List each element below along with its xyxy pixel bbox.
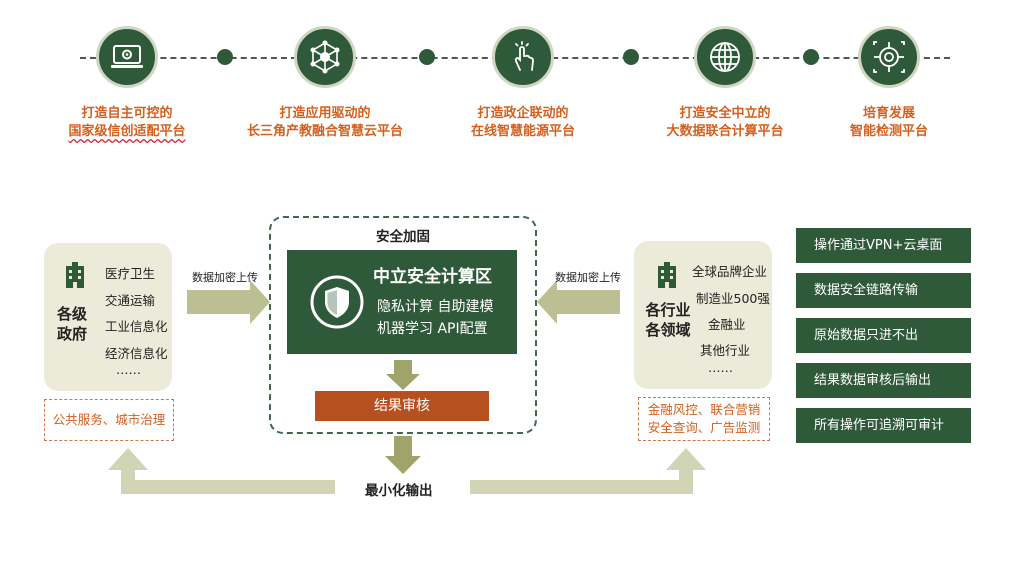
down-arrow-result xyxy=(386,360,420,390)
building-icon xyxy=(658,262,676,288)
left-arrow-label: 数据加密上传 xyxy=(192,271,258,284)
compute-zone-line2: 机器学习 API配置 xyxy=(377,321,488,337)
compute-zone-line1: 隐私计算 自助建模 xyxy=(377,299,494,315)
security-feature-item: 操作通过VPN+云桌面 xyxy=(796,228,971,263)
timeline-dot xyxy=(217,49,233,65)
compute-zone-title: 中立安全计算区 xyxy=(373,267,492,287)
security-feature-item: 原始数据只进不出 xyxy=(796,318,971,353)
security-hardening-title: 安全加固 xyxy=(376,229,430,245)
timeline-label-2: 打造应用驱动的长三角产教融合智慧云平台 xyxy=(246,106,403,139)
list-item: 全球品牌企业 xyxy=(692,264,768,279)
list-item: 金融业 xyxy=(708,317,746,332)
timeline-label-3: 打造政企联动的在线智慧能源平台 xyxy=(470,106,575,139)
right-input-arrow xyxy=(537,280,620,324)
list-item: …… xyxy=(116,362,141,377)
security-feature-item: 所有操作可追溯可审计 xyxy=(796,408,971,443)
list-item: 交通运输 xyxy=(105,293,156,308)
computer-gear-icon xyxy=(96,26,158,88)
security-feature-item: 结果数据审核后输出 xyxy=(796,363,971,398)
timeline-dot xyxy=(803,49,819,65)
network-hub-icon xyxy=(294,26,356,88)
timeline-label-5: 培育发展智能检测平台 xyxy=(849,106,928,139)
hand-touch-icon xyxy=(492,26,554,88)
left-input-arrow xyxy=(187,280,270,324)
left-return-arrow xyxy=(108,448,335,494)
timeline-dot xyxy=(419,49,435,65)
shield-icon xyxy=(310,275,364,329)
right-arrow-label: 数据加密上传 xyxy=(555,271,621,284)
industry-title: 各行业各领域 xyxy=(645,301,691,339)
right-return-arrow xyxy=(470,448,706,494)
neutral-compute-zone: 中立安全计算区 隐私计算 自助建模 机器学习 API配置 xyxy=(287,250,517,354)
government-panel xyxy=(44,243,172,391)
list-item: 工业信息化 xyxy=(105,319,168,334)
government-title: 各级政府 xyxy=(56,305,87,343)
security-hardening-frame xyxy=(269,216,537,434)
public-service-box: 公共服务、城市治理 xyxy=(44,399,174,441)
target-scan-icon xyxy=(858,26,920,88)
down-arrow-output xyxy=(385,436,421,474)
industry-panel xyxy=(634,241,772,389)
building-icon xyxy=(66,262,84,288)
list-item: …… xyxy=(708,360,733,375)
list-item: 制造业500强 xyxy=(696,291,770,306)
list-item: 医疗卫生 xyxy=(105,266,156,281)
minimized-output-label: 最小化输出 xyxy=(365,483,433,499)
globe-icon xyxy=(694,26,756,88)
finance-scenario-box: 金融风控、联合营销安全查询、广告监测 xyxy=(638,397,770,441)
timeline-label-1: 打造自主可控的国家级信创适配平台 xyxy=(68,106,186,139)
timeline-label-4: 打造安全中立的大数据联合计算平台 xyxy=(666,106,784,139)
list-item: 经济信息化 xyxy=(105,346,168,361)
timeline-dot xyxy=(623,49,639,65)
security-feature-item: 数据安全链路传输 xyxy=(796,273,971,308)
list-item: 其他行业 xyxy=(700,343,751,358)
result-review-box: 结果审核 xyxy=(315,391,489,421)
